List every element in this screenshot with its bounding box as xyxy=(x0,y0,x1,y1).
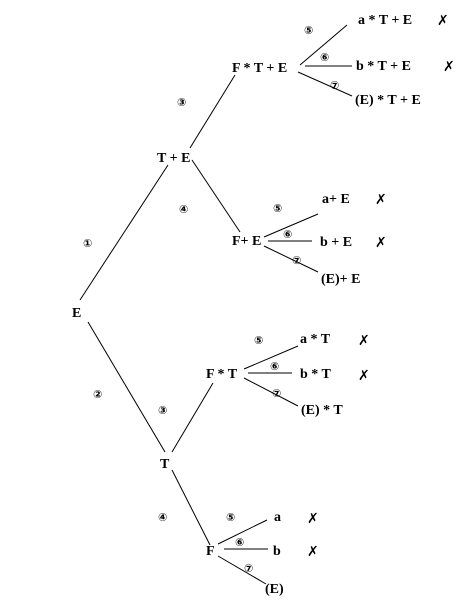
node-root-e: E xyxy=(72,306,81,321)
node-f-times-t: F * T xyxy=(206,367,238,382)
edge-t-to-ft xyxy=(171,382,214,453)
node-paren-e: (E) xyxy=(265,582,284,597)
reject-mark-a-plus-e: ✗ xyxy=(375,192,387,208)
rule-number-3-upper: ③ xyxy=(177,96,186,109)
rule-number-7-b: ⑦ xyxy=(292,254,301,267)
node-f-times-t-plus-e: F * T + E xyxy=(232,61,287,76)
node-paren-e-times-t-plus-e: (E) * T + E xyxy=(355,93,421,108)
edge-e-to-tpluse xyxy=(79,164,169,301)
reject-marks: ✗ ✗ ✗ ✗ ✗ ✗ ✗ ✗ xyxy=(307,13,455,560)
reject-mark-a-times-t-plus-e: ✗ xyxy=(437,13,449,29)
node-paren-e-times-t: (E) * T xyxy=(301,403,343,418)
rule-number-7-c: ⑦ xyxy=(272,387,281,400)
edge-ftpluse-to-a xyxy=(299,24,348,66)
edge-tpluse-to-ftpluse xyxy=(189,74,236,149)
edge-tpluse-to-fpluse xyxy=(191,159,241,233)
node-a-times-t-plus-e: a * T + E xyxy=(358,13,412,28)
edge-f-to-a xyxy=(217,519,268,545)
node-paren-e-plus-e: (E)+ E xyxy=(321,272,360,287)
reject-mark-b-times-t: ✗ xyxy=(358,368,370,384)
reject-mark-b-times-t-plus-e: ✗ xyxy=(443,59,455,75)
edge-ft-to-a xyxy=(243,345,299,370)
edge-f-to-parene xyxy=(217,555,267,585)
tree-edges xyxy=(79,24,353,585)
rule-number-2: ② xyxy=(93,388,102,401)
node-a-times-t: a * T xyxy=(300,332,331,347)
rule-number-7-d: ⑦ xyxy=(244,562,253,575)
rule-number-7-a: ⑦ xyxy=(330,79,339,92)
tree-nodes: E T + E T F * T + E F+ E F * T F a * T +… xyxy=(72,13,421,597)
reject-mark-b-plus-e: ✗ xyxy=(375,235,387,251)
node-b-times-t-plus-e: b * T + E xyxy=(356,59,411,74)
edge-e-to-t xyxy=(87,321,166,453)
rule-number-6-a: ⑥ xyxy=(320,51,329,64)
rule-number-5-a: ⑤ xyxy=(304,24,313,37)
rule-number-6-b: ⑥ xyxy=(283,228,292,241)
reject-mark-a-times-t: ✗ xyxy=(358,333,370,349)
rule-number-5-c: ⑤ xyxy=(254,334,263,347)
node-b: b xyxy=(273,544,281,559)
node-b-times-t: b * T xyxy=(300,367,332,382)
rule-number-4-lower: ④ xyxy=(158,511,167,524)
rule-number-3-lower: ③ xyxy=(158,404,167,417)
rule-number-5-b: ⑤ xyxy=(273,202,282,215)
reject-mark-b: ✗ xyxy=(307,544,319,560)
rule-number-4-upper: ④ xyxy=(179,203,188,216)
edge-fpluse-to-parene xyxy=(263,245,319,273)
node-b-plus-e: b + E xyxy=(320,235,352,250)
node-a-plus-e: a+ E xyxy=(322,192,350,207)
rule-number-1: ① xyxy=(83,237,92,250)
rule-numbers: ① ② ③ ④ ⑤ ⑥ ⑦ ⑤ ⑥ ⑦ ③ ⑤ ⑥ ⑦ ④ ⑤ ⑥ ⑦ xyxy=(83,24,339,575)
node-t: T xyxy=(160,457,170,472)
edge-t-to-f xyxy=(171,469,211,546)
node-a: a xyxy=(274,510,281,525)
node-t-plus-e: T + E xyxy=(157,151,190,166)
rule-number-6-d: ⑥ xyxy=(235,536,244,549)
rule-number-6-c: ⑥ xyxy=(270,360,279,373)
edge-ft-to-parene xyxy=(243,377,299,407)
node-f-plus-e: F+ E xyxy=(232,234,261,249)
rule-number-5-d: ⑤ xyxy=(226,511,235,524)
edge-fpluse-to-a xyxy=(263,213,319,238)
reject-mark-a: ✗ xyxy=(307,511,319,527)
node-f: F xyxy=(206,544,215,559)
edge-ftpluse-to-parene xyxy=(297,71,353,97)
